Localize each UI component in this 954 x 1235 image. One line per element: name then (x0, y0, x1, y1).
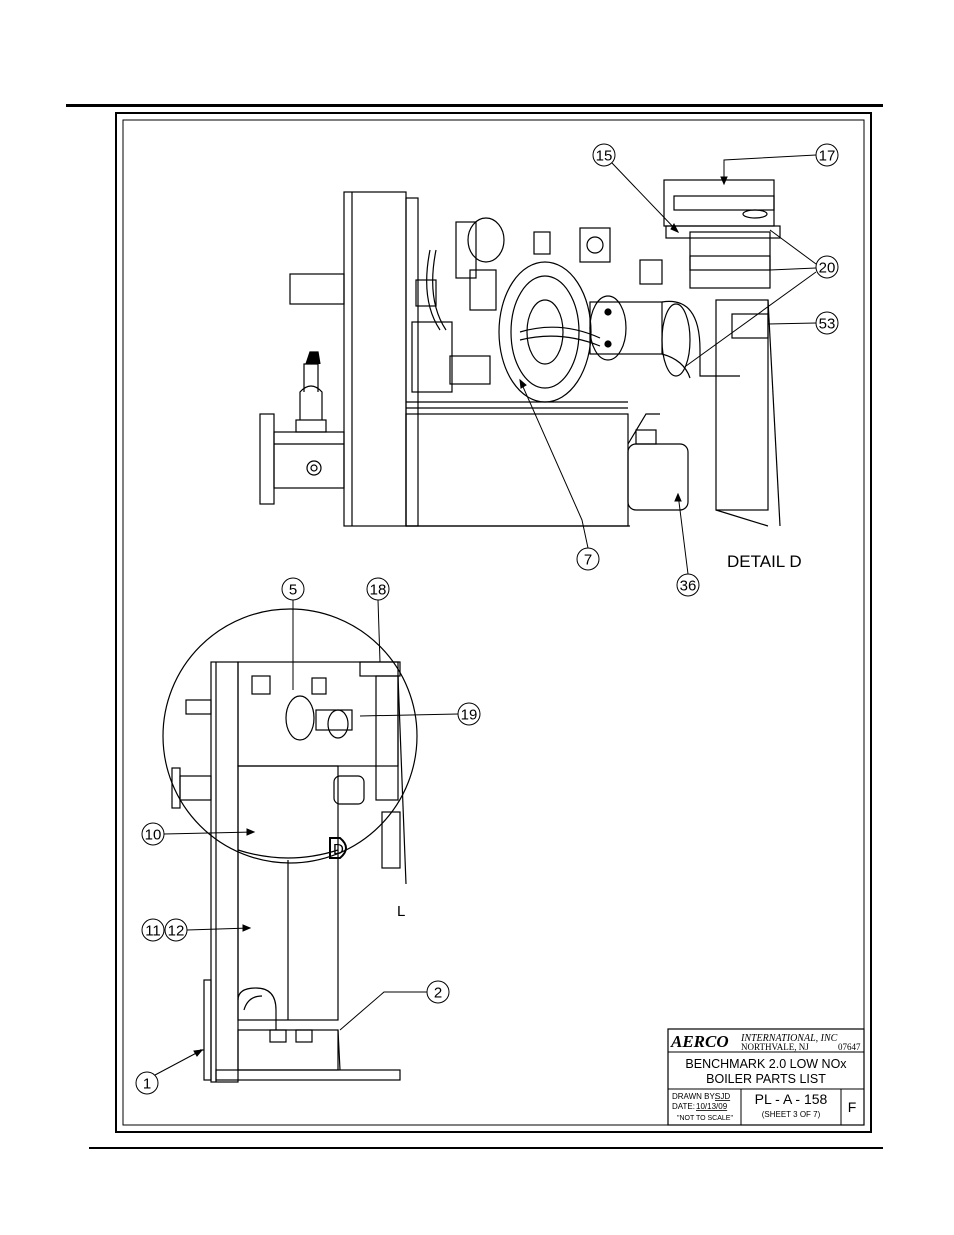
drawing-number: PL - A - 158 (755, 1091, 828, 1107)
detail-label: DETAIL D (727, 552, 802, 571)
callout-label-15: 15 (596, 148, 613, 165)
drawn-by-value: SJD (715, 1092, 730, 1101)
callout-label-18: 18 (370, 582, 387, 599)
callout-label-5: 5 (289, 582, 297, 599)
drawing-title-line1: BENCHMARK 2.0 LOW NOx (685, 1057, 847, 1071)
side-view (163, 609, 417, 1082)
date-label: DATE: (672, 1102, 695, 1111)
revision-letter: F (848, 1099, 857, 1115)
callout-label-10: 10 (145, 827, 162, 844)
callout-label-12: 12 (168, 923, 185, 940)
company-logo: AERCO (670, 1032, 729, 1051)
callout-label-11: 11 (145, 923, 161, 940)
company-zip: 07647 (838, 1042, 861, 1052)
callout-2 (340, 981, 449, 1030)
callout-20 (686, 230, 838, 366)
callout-label-17: 17 (819, 148, 836, 165)
date-value: 10/13/09 (696, 1102, 728, 1111)
callout-label-19: 19 (461, 707, 478, 724)
title-block: AERCO INTERNATIONAL, INC NORTHVALE, NJ 0… (668, 1029, 864, 1125)
callout-label-20: 20 (819, 260, 836, 277)
drawing-title-line2: BOILER PARTS LIST (706, 1072, 826, 1086)
callout-label-7: 7 (584, 552, 592, 569)
sheet-number: (SHEET 3 OF 7) (762, 1110, 821, 1119)
scale-note: "NOT TO SCALE" (677, 1115, 733, 1122)
company-address: NORTHVALE, NJ (741, 1042, 809, 1052)
callout-label-2: 2 (434, 985, 442, 1002)
callout-label-36: 36 (680, 578, 697, 595)
section-marker: L (397, 903, 405, 920)
detail-marker: D (333, 841, 344, 858)
detail-d-view (260, 180, 780, 526)
outer-frame (116, 113, 871, 1132)
callout-label-1: 1 (143, 1076, 151, 1093)
callout-label-53: 53 (819, 316, 836, 333)
drawn-by-label: DRAWN BY: (672, 1092, 717, 1101)
